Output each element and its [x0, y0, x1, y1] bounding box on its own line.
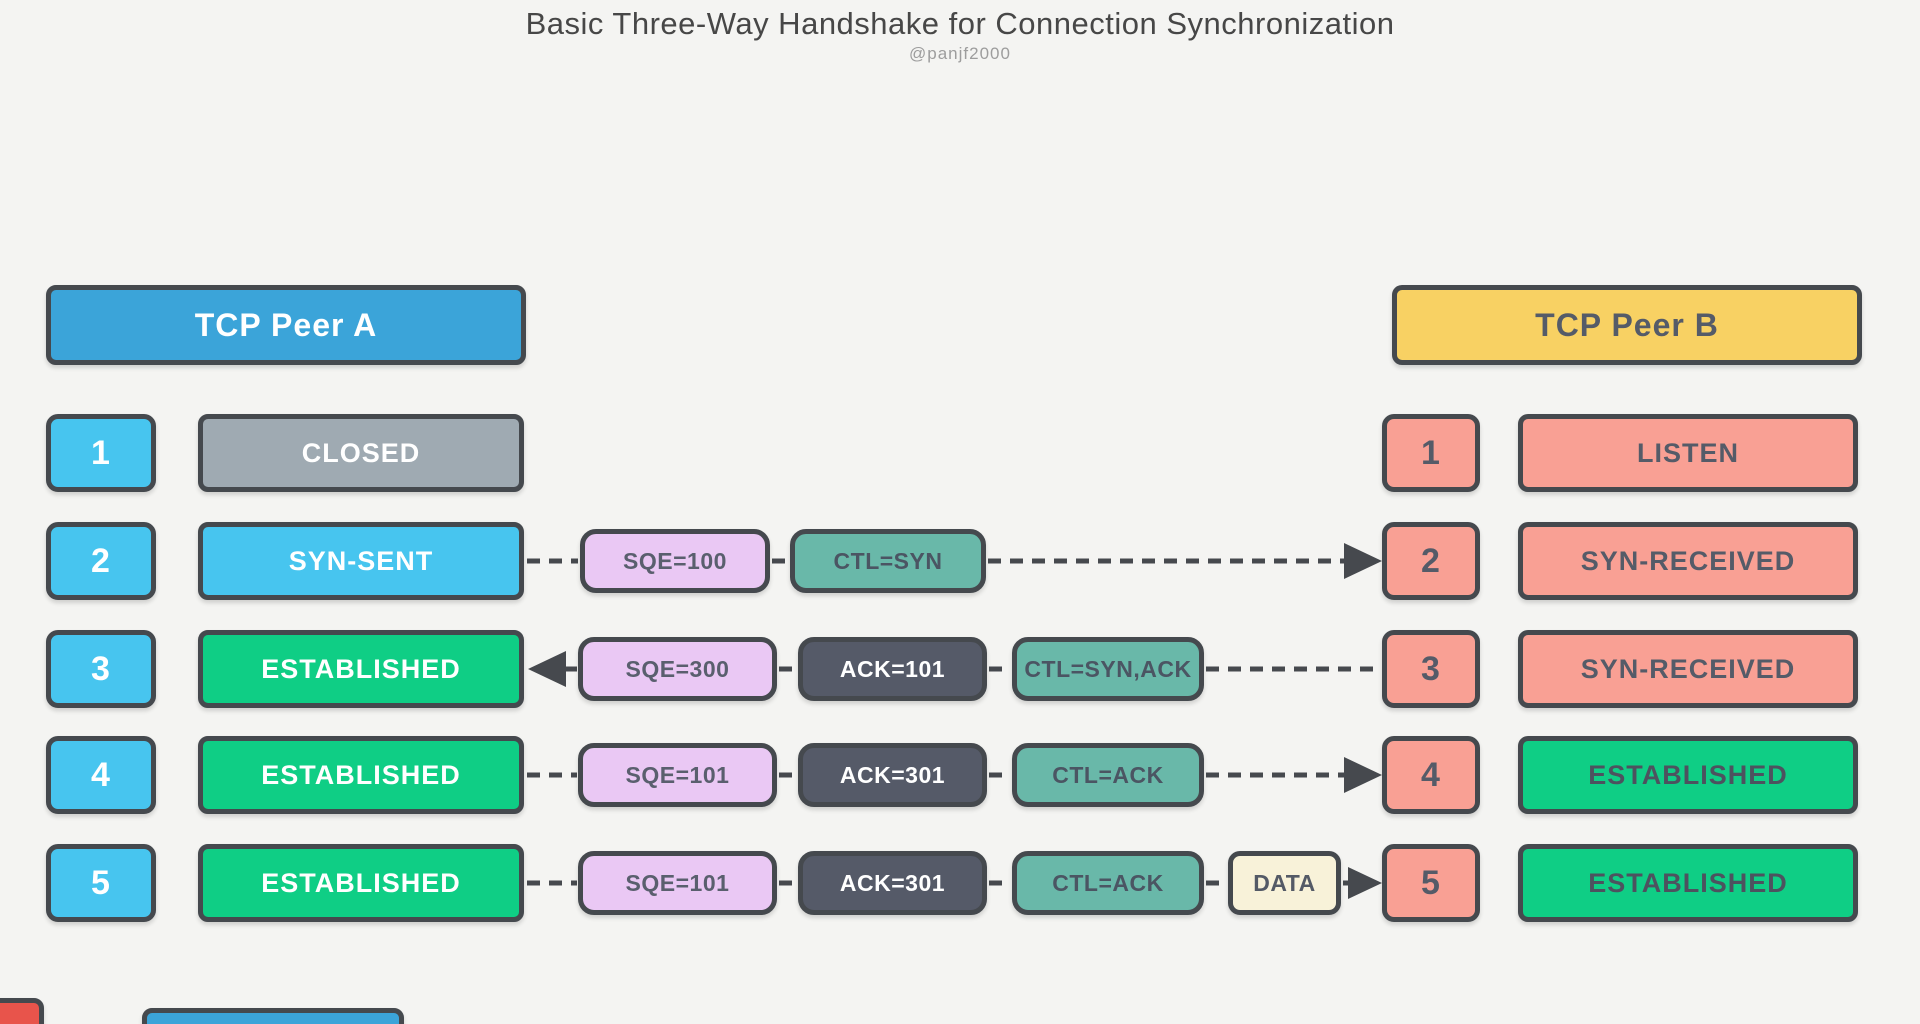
step-badge-b-4: 4	[1382, 736, 1480, 814]
peer-b-state-2: SYN-RECEIVED	[1518, 522, 1858, 600]
step-badge-b-1: 1	[1382, 414, 1480, 492]
step-badge-a-5: 5	[46, 844, 156, 922]
peer-a-state-5: ESTABLISHED	[198, 844, 524, 922]
arrowhead-row3-left-icon	[528, 651, 566, 687]
packet-row2-sqe: SQE=100	[580, 529, 770, 593]
arrowhead-row5-right-icon	[1348, 867, 1382, 899]
peer-a-state-1: CLOSED	[198, 414, 524, 492]
step-badge-a-4: 4	[46, 736, 156, 814]
step-badge-b-2: 2	[1382, 522, 1480, 600]
peer-b-state-1: LISTEN	[1518, 414, 1858, 492]
peer-b-state-4: ESTABLISHED	[1518, 736, 1858, 814]
peer-b-state-3: SYN-RECEIVED	[1518, 630, 1858, 708]
packet-row5-ack: ACK=301	[798, 851, 987, 915]
packet-row4-ack: ACK=301	[798, 743, 987, 807]
clipped-blue-box-fragment	[142, 1008, 404, 1024]
peer-a-state-2: SYN-SENT	[198, 522, 524, 600]
peer-a-state-4: ESTABLISHED	[198, 736, 524, 814]
step-badge-b-5: 5	[1382, 844, 1480, 922]
arrowhead-row4-right-icon	[1344, 757, 1382, 793]
packet-row5-sqe: SQE=101	[578, 851, 777, 915]
packet-row2-ctl: CTL=SYN	[790, 529, 986, 593]
arrowhead-row2-right-icon	[1344, 543, 1382, 579]
step-badge-a-2: 2	[46, 522, 156, 600]
packet-row4-ctl: CTL=ACK	[1012, 743, 1204, 807]
peer-b-header: TCP Peer B	[1392, 285, 1862, 365]
step-badge-a-1: 1	[46, 414, 156, 492]
step-badge-b-3: 3	[1382, 630, 1480, 708]
diagram-title: Basic Three-Way Handshake for Connection…	[525, 6, 1395, 41]
clipped-red-box-fragment	[0, 998, 44, 1024]
peer-a-state-3: ESTABLISHED	[198, 630, 524, 708]
packet-row3-sqe: SQE=300	[578, 637, 777, 701]
packet-row5-ctl: CTL=ACK	[1012, 851, 1204, 915]
author-handle: @panjf2000	[909, 44, 1011, 63]
packet-row3-ack: ACK=101	[798, 637, 987, 701]
packet-row3-ctl: CTL=SYN,ACK	[1012, 637, 1204, 701]
peer-a-header: TCP Peer A	[46, 285, 526, 365]
packet-row4-sqe: SQE=101	[578, 743, 777, 807]
step-badge-a-3: 3	[46, 630, 156, 708]
packet-row5-data: DATA	[1228, 851, 1341, 915]
peer-b-state-5: ESTABLISHED	[1518, 844, 1858, 922]
